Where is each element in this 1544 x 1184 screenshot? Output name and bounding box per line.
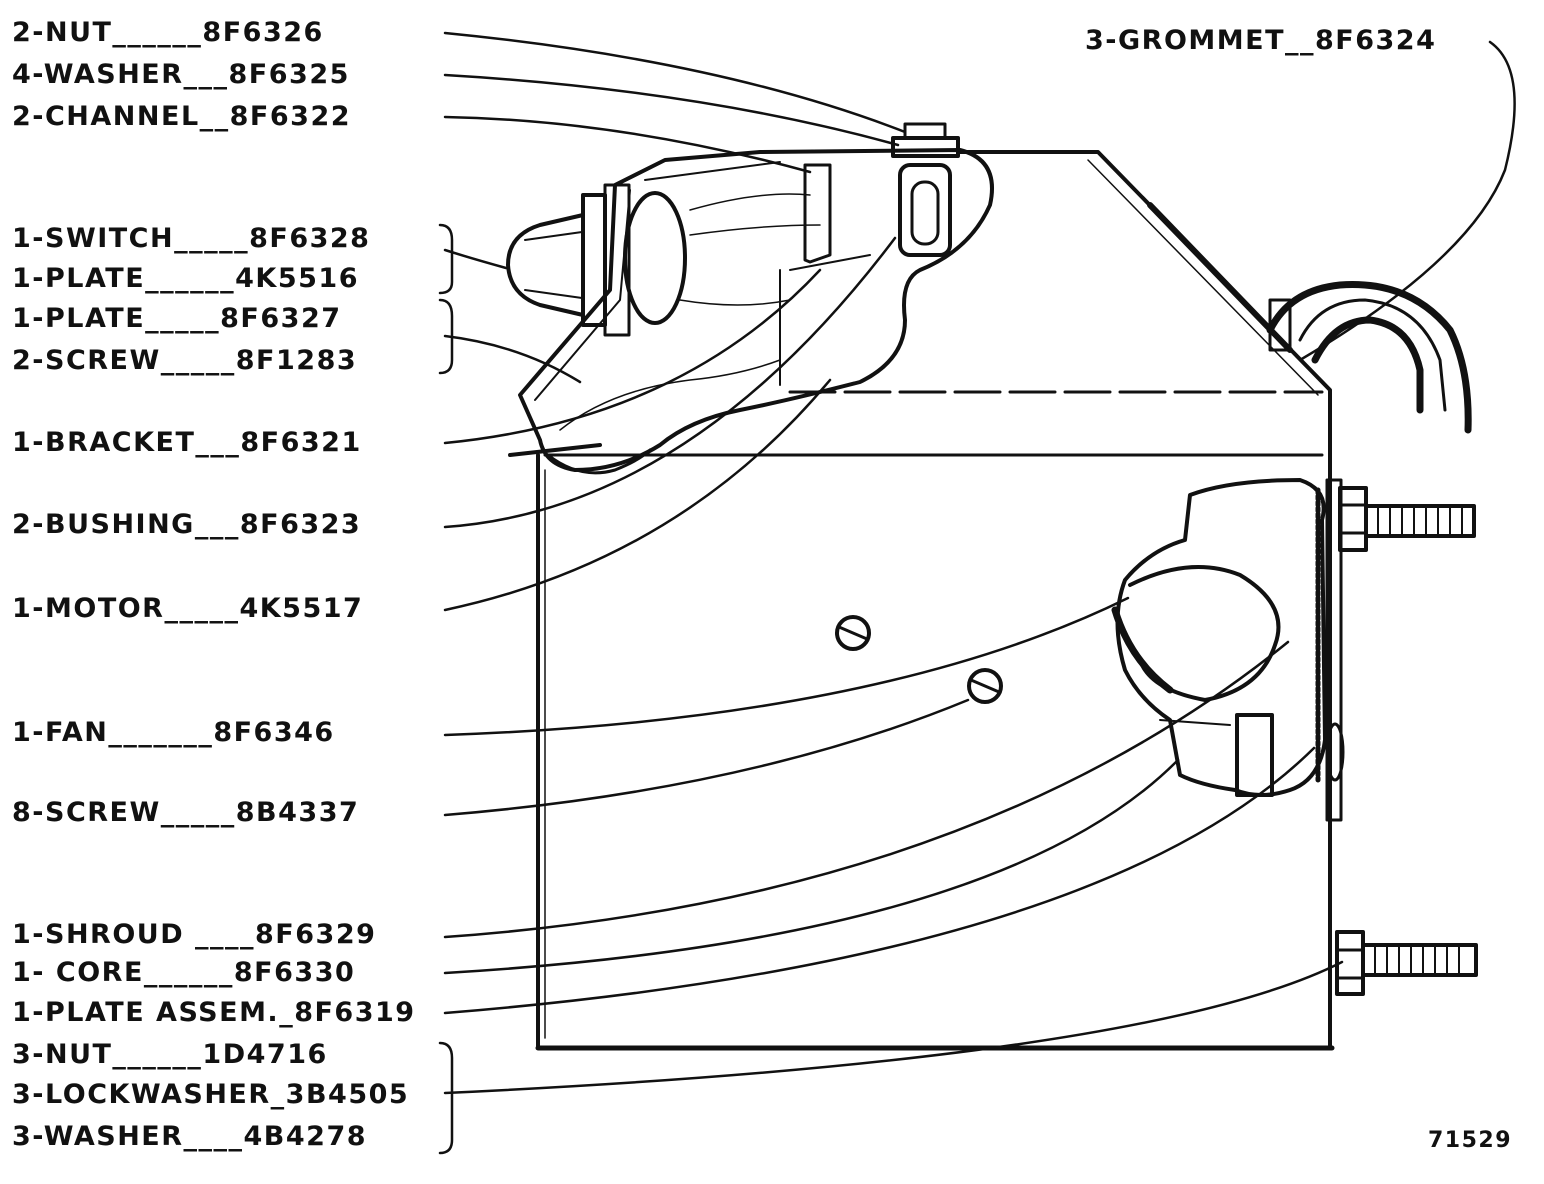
callout-screw-8b: 8-SCREW_____8B4337 <box>12 797 360 828</box>
callout-bushing: 2-BUSHING___8F6323 <box>12 509 362 540</box>
callout-washer-bottom: 3-WASHER____4B4278 <box>12 1121 368 1152</box>
upper-cutaway <box>506 122 994 475</box>
callout-core: 1- CORE______8F6330 <box>12 957 356 988</box>
callout-plate-assem: 1-PLATE ASSEM._8F6319 <box>12 997 416 1028</box>
leader-lines <box>443 31 1516 1095</box>
upper-bolt <box>1338 486 1476 552</box>
lower-cutaway <box>1111 478 1345 822</box>
callout-plate-4k: 1-PLATE______4K5516 <box>12 263 360 294</box>
callout-lockwasher: 3-LOCKWASHER_3B4505 <box>12 1079 410 1110</box>
callout-switch: 1-SWITCH_____8F6328 <box>12 223 371 254</box>
callout-washer-top: 4-WASHER___8F6325 <box>12 59 350 90</box>
figure-number: 71529 <box>1428 1128 1513 1153</box>
callout-nut-top: 2-NUT______8F6326 <box>12 17 324 48</box>
grommet-wires <box>1266 281 1472 434</box>
callout-channel: 2-CHANNEL__8F6322 <box>12 101 352 132</box>
lower-bolt <box>1335 930 1478 996</box>
housing-body <box>535 150 1335 1051</box>
callout-screw-8f: 2-SCREW_____8F1283 <box>12 345 358 376</box>
screw-heads <box>835 615 1003 704</box>
callout-bracket: 1-BRACKET___8F6321 <box>12 427 362 458</box>
callout-nut-bottom: 3-NUT______1D4716 <box>12 1039 328 1070</box>
label-braces <box>438 223 454 1155</box>
callout-grommet: 3-GROMMET__8F6324 <box>1085 25 1437 56</box>
callout-shroud: 1-SHROUD ____8F6329 <box>12 919 377 950</box>
callout-motor: 1-MOTOR_____4K5517 <box>12 593 364 624</box>
callout-fan: 1-FAN_______8F6346 <box>12 717 335 748</box>
callout-plate-8f: 1-PLATE_____8F6327 <box>12 303 342 334</box>
